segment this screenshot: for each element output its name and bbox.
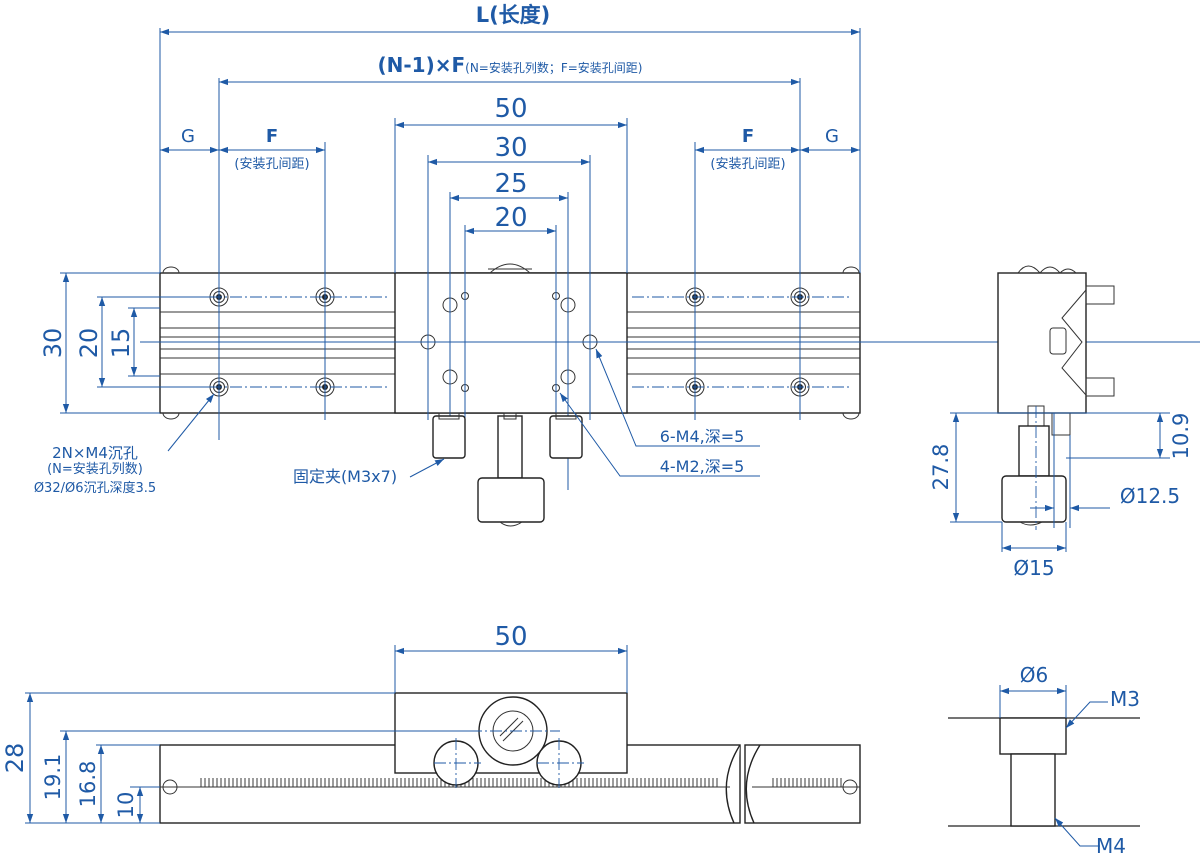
rail-width-15: 15 <box>107 328 135 359</box>
detail-thread-m3: M3 <box>1110 687 1140 711</box>
hole-pitch-right-note: (安装孔间距) <box>710 157 785 172</box>
screw-shank <box>1010 753 1056 827</box>
detail-phi-6: Ø6 <box>1020 663 1048 687</box>
hole-pitch-right: F <box>742 126 754 147</box>
carriage-top-outline <box>394 272 628 414</box>
front-height-28: 28 <box>1 743 29 774</box>
hole-pitch-left-note: (安装孔间距) <box>234 157 309 172</box>
side-height-27-8: 27.8 <box>929 444 953 491</box>
detail-thread-m4: M4 <box>1096 834 1126 856</box>
counterbore-note: (N=安装孔列数) <box>47 462 143 477</box>
counterbore-title: 2N×M4沉孔 <box>52 444 138 462</box>
carriage-dim-25: 25 <box>494 169 527 199</box>
detail-view: Ø6 M3 M4 <box>948 663 1140 856</box>
side-phi-15: Ø15 <box>1013 556 1054 580</box>
side-view: 10.9 27.8 Ø12.5 Ø15 <box>929 265 1193 580</box>
hole-pitch-left: F <box>266 126 278 147</box>
front-height-16-8: 16.8 <box>76 761 100 808</box>
rail-width-30: 30 <box>39 328 67 359</box>
counterbore-spec: Ø32/Ø6沉孔深度3.5 <box>34 480 156 496</box>
top-view: L(长度) (N-1)×F(N=安装孔列数；F=安装孔间距) 50 30 25 … <box>34 3 1200 527</box>
hole-spec-m4: 6-M4,深=5 <box>660 427 745 446</box>
side-height-10-9: 10.9 <box>1169 413 1193 460</box>
rail-grooves <box>160 311 860 375</box>
front-height-19-1: 19.1 <box>41 754 65 801</box>
front-height-10: 10 <box>114 792 138 819</box>
carriage-dim-20: 20 <box>494 203 527 233</box>
hole-spec-m2: 4-M2,深=5 <box>660 457 745 476</box>
clamp-label: 固定夹(M3x7) <box>293 467 397 486</box>
front-dim-50: 50 <box>494 622 527 652</box>
pitch-label: (N-1)×F(N=安装孔列数；F=安装孔间距) <box>377 53 642 77</box>
clamp-knob <box>432 412 583 527</box>
rail-width-20: 20 <box>75 328 103 359</box>
side-body <box>997 272 1087 414</box>
front-view: 50 28 19.1 16.8 10 <box>1 622 861 824</box>
carriage-dim-50: 50 <box>494 94 527 124</box>
end-gap-left: G <box>181 126 195 147</box>
length-label: L(长度) <box>476 3 551 27</box>
side-phi-12-5: Ø12.5 <box>1120 484 1180 508</box>
carriage-dim-30: 30 <box>494 133 527 163</box>
screw-head <box>999 717 1067 755</box>
end-gap-right: G <box>825 126 839 147</box>
